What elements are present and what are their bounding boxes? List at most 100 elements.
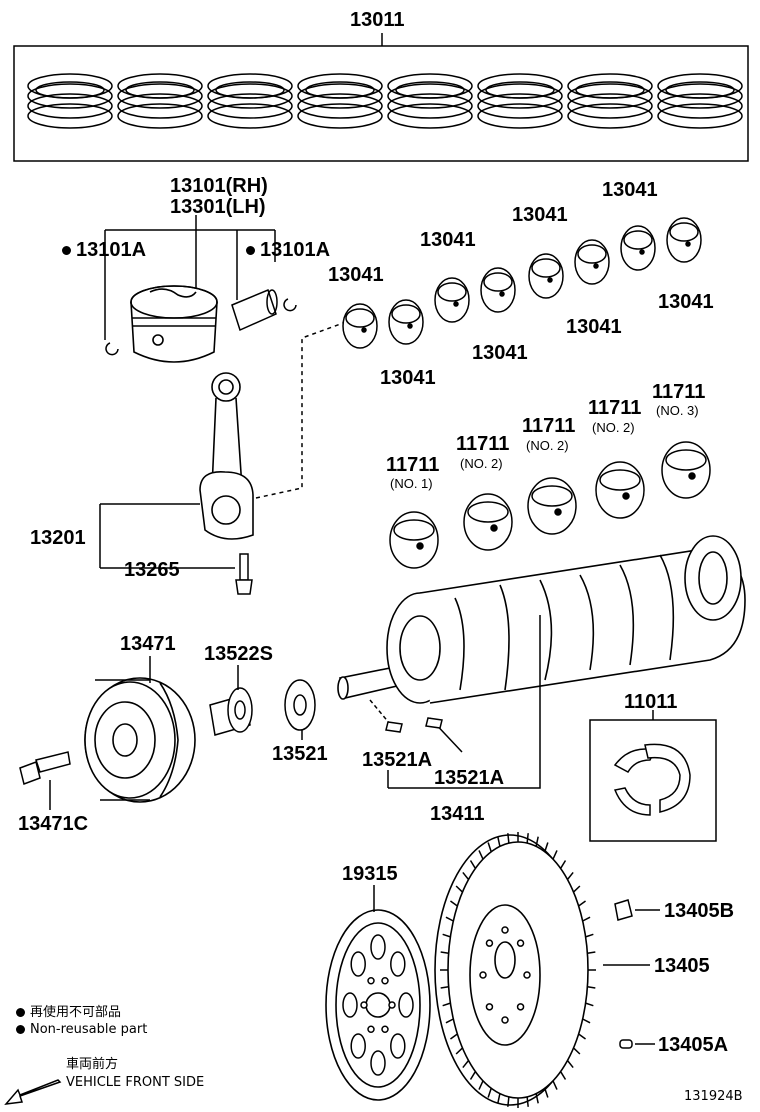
non-reusable-dot-icon [16,1008,25,1017]
part-number-13265[interactable]: 13265 [124,559,180,581]
drive-plate-hole [342,992,358,1018]
piston-rings [27,73,743,129]
part-number-11711[interactable]: 11711 [456,433,510,455]
flywheel-hole [485,1003,494,1011]
part-number-13521a[interactable]: 13521A [434,767,505,789]
gear-tooth [442,933,451,938]
drive-plate-hole [350,1033,366,1059]
gear-tooth [450,900,458,907]
part-number-11711[interactable]: 11711 [522,415,576,437]
drive-plate-hole [390,1033,406,1059]
flywheel-hole [501,926,509,934]
gear-tooth [552,1080,558,1090]
part-number-13101a-right[interactable]: 13101A [246,240,330,260]
flywheel-dowel [619,1039,633,1049]
snap-ring-left [105,342,119,356]
flywheel-hole [523,971,531,979]
gear-tooth [582,916,591,922]
part-number-13471c[interactable]: 13471C [18,813,89,835]
gear-tooth [535,1093,539,1104]
part-number-13041[interactable]: 13041 [602,179,658,201]
rod-bolt [235,553,253,595]
gear-tooth [455,1047,463,1055]
key-1 [385,721,403,733]
flywheel [434,834,589,1106]
gear-tooth [469,860,477,869]
gear-tooth [585,933,594,938]
gear-tooth [544,842,549,852]
gear-tooth [440,951,449,955]
key-2 [425,717,443,729]
gear-tooth [535,836,539,847]
position-note-no2: (NO. 2) [526,438,569,453]
thrust-washers [613,743,691,816]
part-number-11711[interactable]: 11711 [652,381,706,403]
drive-plate-hole [370,1050,386,1076]
gear-tooth [487,1088,492,1098]
part-number-13405[interactable]: 13405 [654,955,710,977]
part-number-13411[interactable]: 13411 [430,803,485,825]
part-number-13041[interactable]: 13041 [472,342,528,364]
part-number-13201[interactable]: 13201 [30,527,86,549]
part-number-13405a[interactable]: 13405A [658,1034,729,1056]
rod-bearing-shell-icon [666,217,702,263]
drive-plate-hole [367,977,375,985]
part-number-13041[interactable]: 13041 [380,367,436,389]
connecting-rod-bearings [342,217,702,349]
rod-bearing-shell-icon [574,239,610,285]
gear-tooth [442,1002,451,1007]
gear-tooth [497,836,501,847]
rod-bearing-shell-icon [342,303,378,349]
gear-tooth [587,951,596,955]
part-number-11711[interactable]: 11711 [386,454,440,476]
legend-jp: 再使用不可部品 [16,1006,121,1019]
gear-tooth [566,871,574,880]
gear-tooth [462,1060,470,1069]
oil-pump-drive-gear [284,679,316,731]
drive-plate-hole [381,977,389,985]
thrust-washer-box [589,719,717,842]
part-number-13041[interactable]: 13041 [658,291,714,313]
connecting-rod [199,372,254,540]
part-number-11011[interactable]: 11011 [624,691,678,713]
label-text: 13101A [260,239,331,261]
flywheel-holes [479,926,531,1024]
gear-tooth [566,1060,574,1069]
part-number-13041[interactable]: 13041 [328,264,384,286]
part-number-13521[interactable]: 13521 [272,743,328,765]
part-number-19315[interactable]: 19315 [342,863,398,885]
flywheel-hole [516,939,525,947]
part-number-13101a-left[interactable]: 13101A [62,240,146,260]
part-number-13011[interactable]: 13011 [350,9,405,31]
gear-tooth [578,900,586,907]
piston [130,285,218,363]
gear-tooth [450,1033,458,1040]
part-number-13521a[interactable]: 13521A [362,749,433,771]
part-number-13041[interactable]: 13041 [566,316,622,338]
non-reusable-dot-icon [62,246,71,256]
gear-tooth [585,1002,594,1007]
gear-tooth [445,916,454,922]
gear-tooth [445,1018,454,1024]
gear-tooth [559,860,567,869]
gear-tooth [544,1088,549,1098]
part-number-11711[interactable]: 11711 [588,397,642,419]
drive-plate-hole [388,1001,396,1009]
non-reusable-dot-icon [16,1025,25,1034]
gear-tooth [507,1096,510,1107]
part-number-13041[interactable]: 13041 [420,229,476,251]
rod-bearing-shell-icon [434,277,470,323]
rod-bearing-shell-icon [620,225,656,271]
part-number-13301-lh[interactable]: 13301(LH) [170,196,266,218]
crankshaft [337,535,746,704]
part-number-13522s[interactable]: 13522S [204,643,273,665]
part-number-13101-rh[interactable]: 13101(RH) [170,175,268,197]
part-number-13471[interactable]: 13471 [120,633,176,655]
flywheel-bolt [614,899,633,921]
front-side-en: VEHICLE FRONT SIDE [66,1075,205,1090]
legend-jp-text: 再使用不可部品 [30,1005,122,1020]
front-side-jp: 車両前方 [66,1057,119,1072]
part-number-13405b[interactable]: 13405B [664,900,735,922]
part-number-13041[interactable]: 13041 [512,204,568,226]
gear-tooth [526,1096,529,1107]
